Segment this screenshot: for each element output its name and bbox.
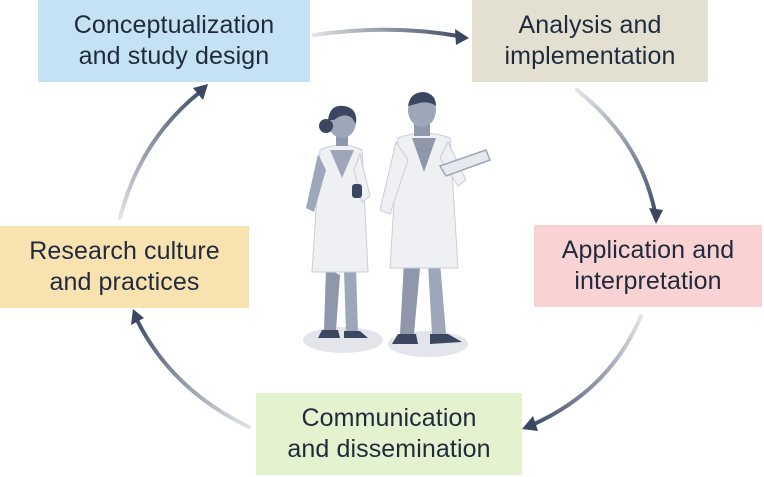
stage-culture-line-1: Research culture <box>29 237 220 265</box>
stage-communication-line-1: Communication <box>301 404 477 432</box>
stage-analysis-box: Analysis and implementation <box>472 0 708 82</box>
arrowhead-2 <box>649 208 663 224</box>
two-scientists-in-lab-coats-icon <box>303 92 491 357</box>
stage-application-box: Application and interpretation <box>534 225 762 307</box>
arrow-analysis-to-application <box>575 88 657 214</box>
stage-application-line-2: interpretation <box>574 267 722 295</box>
stage-conceptualization-line-1: Conceptualization <box>73 11 275 39</box>
stage-culture-box: Research culture and practices <box>0 226 249 308</box>
arrow-culture-to-conceptualization <box>118 90 202 220</box>
stage-conceptualization-line-2: and study design <box>78 42 270 70</box>
stage-communication-box: Communication and dissemination <box>256 393 522 475</box>
stage-communication-line-2: and dissemination <box>287 435 491 463</box>
stage-culture-line-2: and practices <box>49 268 200 296</box>
arrow-application-to-communication <box>530 314 643 427</box>
arrowhead-5 <box>193 84 208 100</box>
stage-analysis-line-1: Analysis and <box>518 11 662 39</box>
stage-analysis-line-2: implementation <box>504 42 676 70</box>
arrowhead-3 <box>522 416 538 431</box>
arrowhead-4 <box>131 309 144 325</box>
arrow-communication-to-culture <box>135 318 251 429</box>
arrow-conceptualization-to-analysis <box>312 27 460 38</box>
stage-conceptualization-box: Conceptualization and study design <box>38 0 310 82</box>
arrowhead-1 <box>455 29 469 45</box>
stage-application-line-1: Application and <box>561 236 735 264</box>
